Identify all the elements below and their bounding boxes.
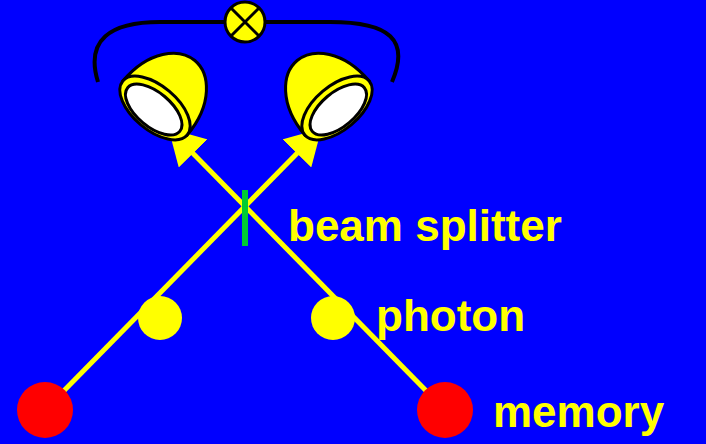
memory-dot <box>17 382 73 438</box>
photon-path <box>45 132 318 410</box>
component-label: beam splitter <box>288 204 562 248</box>
beam-splitter <box>242 190 248 246</box>
detector <box>265 34 383 152</box>
photon-path <box>172 132 445 410</box>
detector <box>109 34 227 152</box>
memory-dot <box>417 382 473 438</box>
coincidence-meter <box>225 2 265 42</box>
component-label: memory <box>493 390 664 434</box>
component-label: photon <box>376 294 525 338</box>
photon-dot <box>138 296 182 340</box>
photon-dot <box>311 296 355 340</box>
